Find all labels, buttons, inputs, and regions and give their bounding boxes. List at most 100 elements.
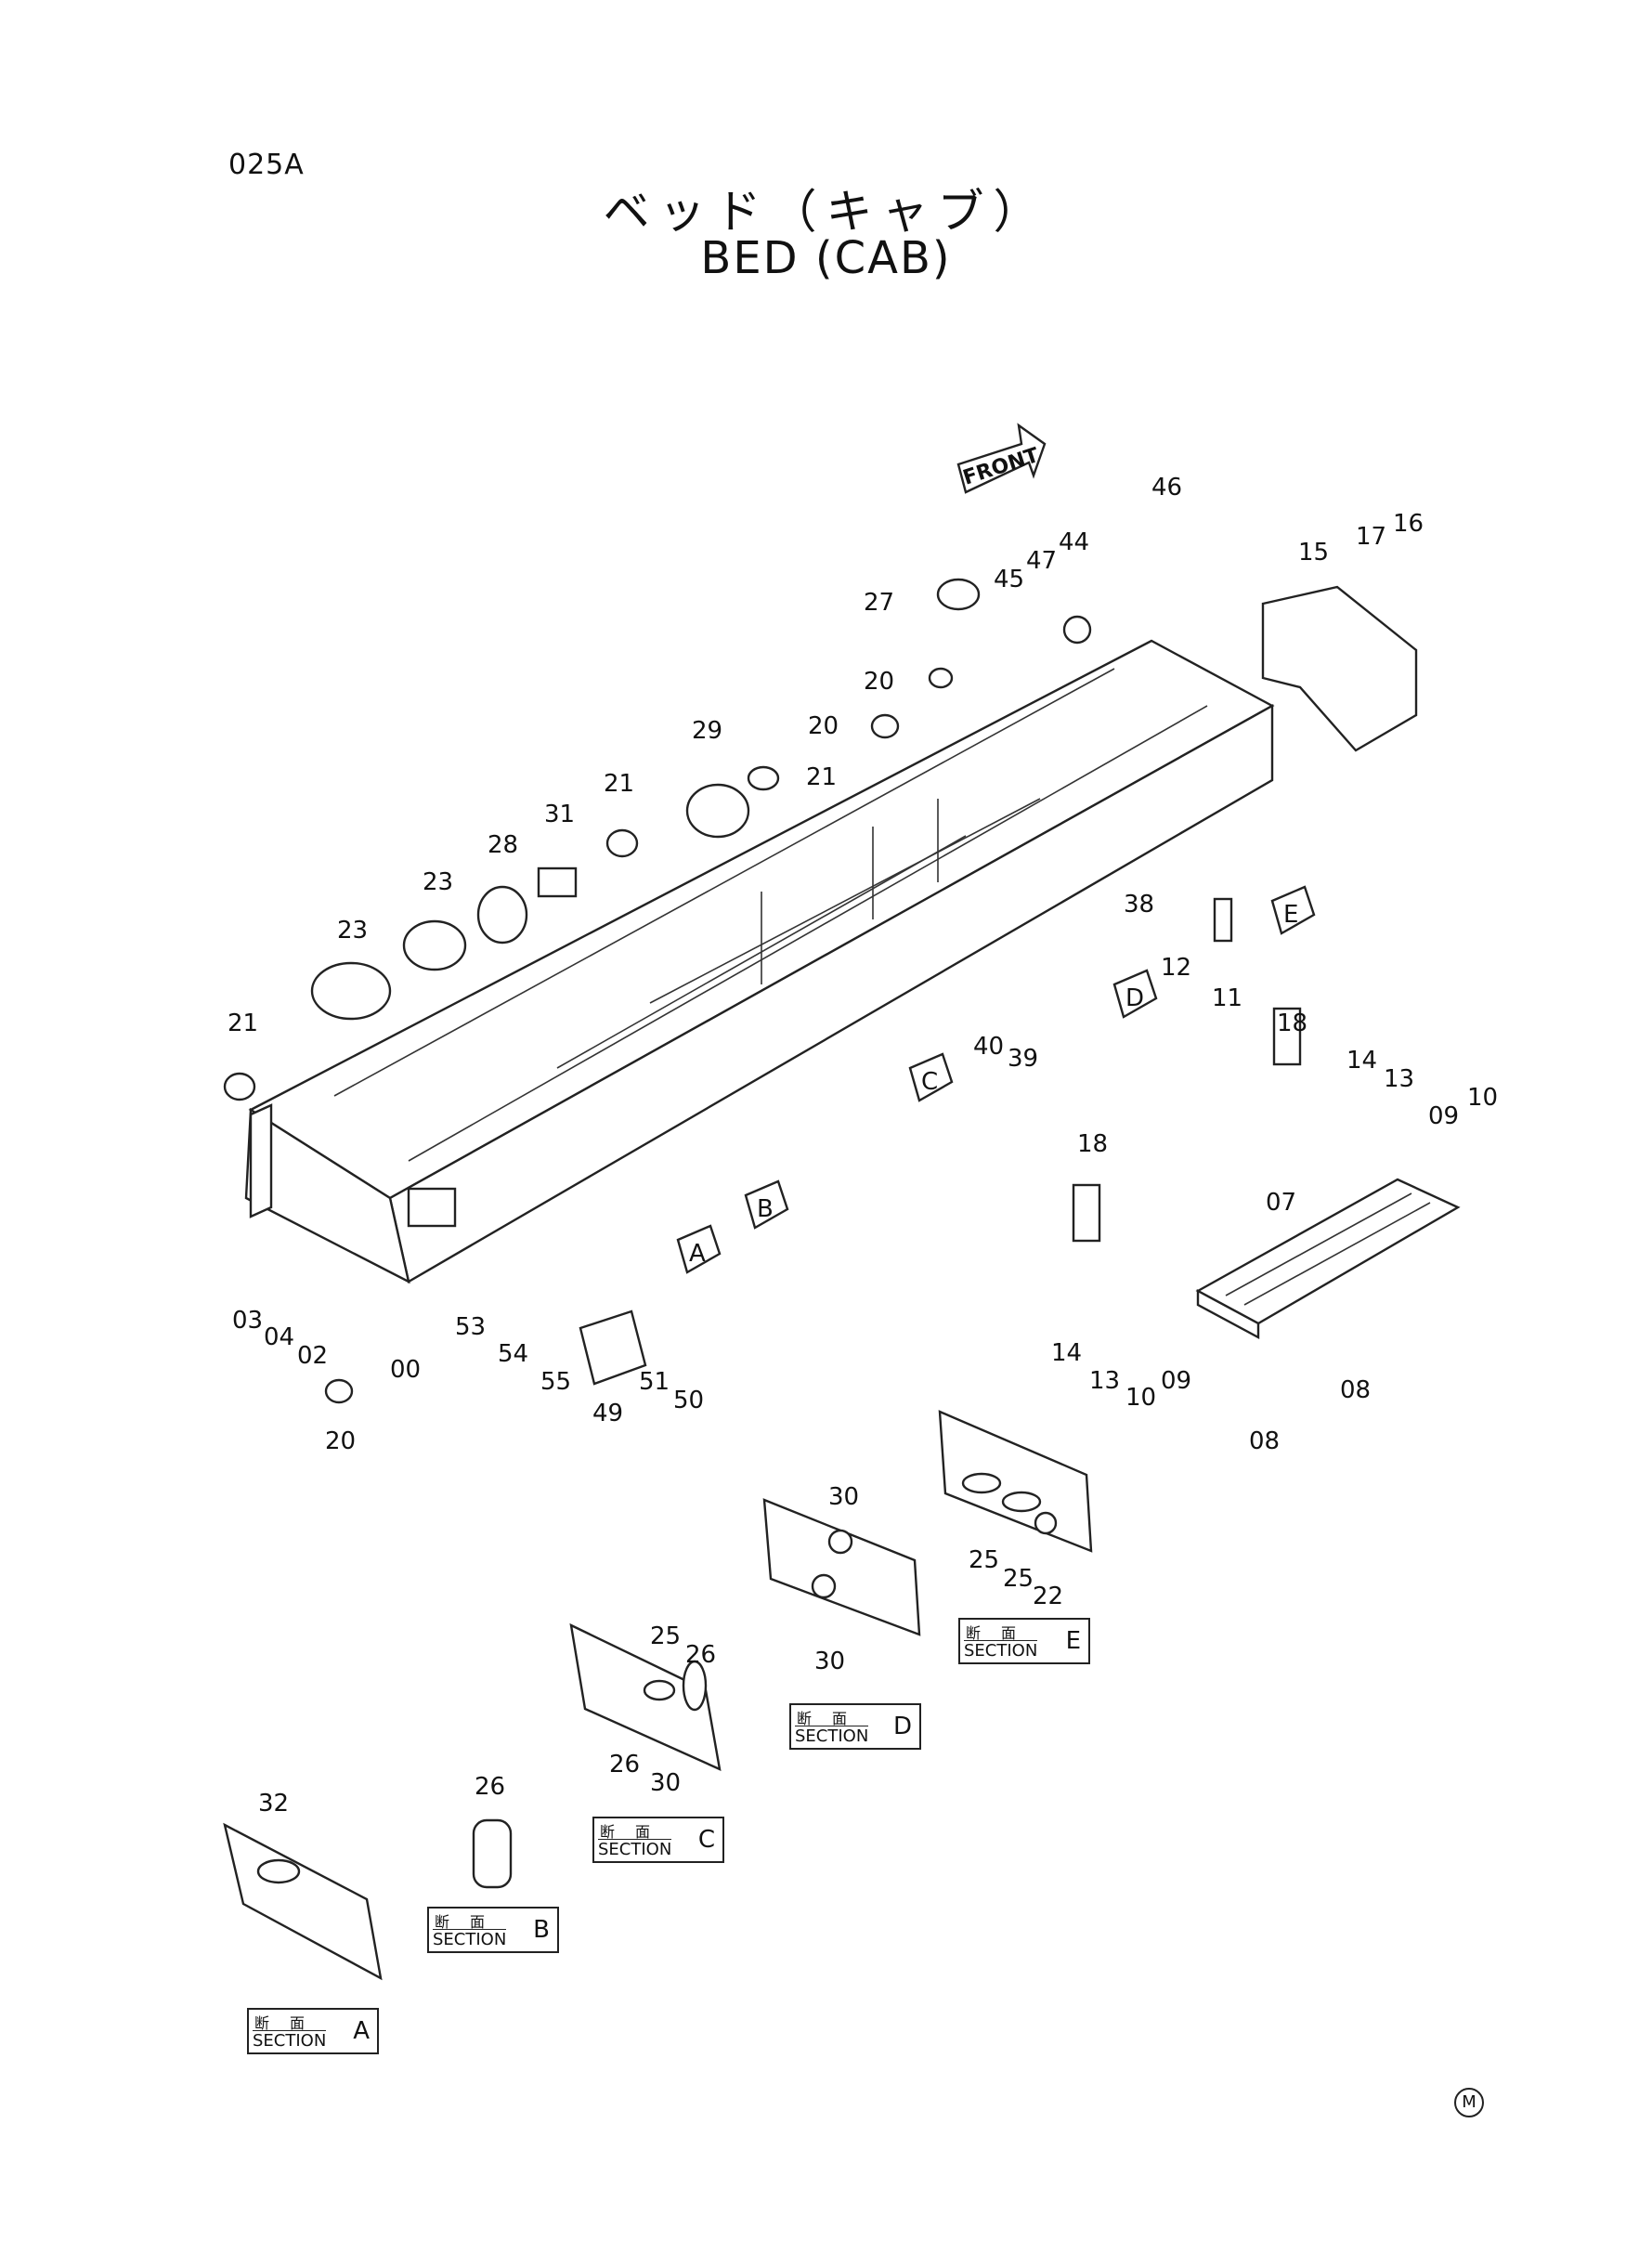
view-marker-a-label: A bbox=[689, 1240, 706, 1268]
callout: 22 bbox=[1033, 1583, 1063, 1610]
callout: 21 bbox=[604, 770, 634, 798]
callout: 30 bbox=[650, 1769, 681, 1797]
section-a-label: 断面 SECTION A bbox=[247, 2008, 379, 2054]
callout: 53 bbox=[455, 1313, 486, 1341]
corner-circle-mark: M bbox=[1454, 2088, 1484, 2117]
callout: 00 bbox=[390, 1356, 421, 1384]
callout: 12 bbox=[1161, 954, 1191, 982]
section-e-label: 断面 SECTION E bbox=[958, 1618, 1090, 1664]
callout: 10 bbox=[1125, 1384, 1156, 1412]
callout: 50 bbox=[673, 1387, 704, 1414]
section-letter: B bbox=[533, 1916, 550, 1944]
callout: 09 bbox=[1161, 1367, 1191, 1395]
callout: 08 bbox=[1340, 1376, 1371, 1404]
section-kanji: 断面 bbox=[797, 1710, 868, 1727]
callout: 46 bbox=[1151, 474, 1182, 502]
callout: 23 bbox=[337, 917, 368, 945]
view-marker-c-label: C bbox=[921, 1068, 938, 1096]
section-word: SECTION bbox=[795, 1726, 869, 1746]
section-letter: A bbox=[353, 2017, 370, 2045]
callout: 25 bbox=[1003, 1565, 1034, 1593]
section-kanji: 断面 bbox=[966, 1624, 1037, 1642]
section-letter: D bbox=[892, 1713, 912, 1740]
callout: 32 bbox=[258, 1790, 289, 1818]
callout: 02 bbox=[297, 1342, 328, 1370]
callout: 14 bbox=[1346, 1047, 1377, 1075]
callout: 16 bbox=[1393, 510, 1424, 538]
callout: 07 bbox=[1266, 1189, 1296, 1217]
bed-frame bbox=[244, 639, 1275, 1284]
section-details bbox=[223, 1410, 1093, 1981]
section-b-label: 断面 SECTION B bbox=[427, 1907, 559, 1953]
callout: 51 bbox=[639, 1368, 670, 1396]
step-plate bbox=[1195, 1178, 1461, 1340]
view-marker-e bbox=[1270, 885, 1316, 935]
callout: 27 bbox=[864, 589, 894, 617]
small-parts bbox=[223, 578, 1302, 1404]
callout: 54 bbox=[498, 1340, 528, 1368]
callout: 21 bbox=[228, 1010, 258, 1037]
section-word: SECTION bbox=[253, 2030, 327, 2051]
callout: 26 bbox=[685, 1641, 716, 1669]
callout: 40 bbox=[973, 1033, 1004, 1061]
callout: 49 bbox=[592, 1400, 623, 1427]
view-marker-b-label: B bbox=[757, 1195, 774, 1223]
title-japanese: ベッド（キャブ） bbox=[603, 185, 1049, 239]
view-markers: A B C D E bbox=[676, 885, 1316, 1274]
callout: 18 bbox=[1077, 1130, 1108, 1158]
callouts: 46 45 47 44 15 17 16 27 20 20 29 21 21 3… bbox=[228, 474, 1498, 1818]
callout: 13 bbox=[1384, 1065, 1414, 1093]
section-word: SECTION bbox=[598, 1839, 672, 1859]
callout: 09 bbox=[1428, 1102, 1459, 1130]
callout: 20 bbox=[808, 712, 839, 740]
callout: 28 bbox=[488, 831, 518, 859]
callout: 38 bbox=[1124, 891, 1154, 919]
section-kanji: 断面 bbox=[435, 1913, 506, 1931]
section-word: SECTION bbox=[433, 1929, 507, 1949]
section-d-label: 断面 SECTION D bbox=[789, 1703, 921, 1750]
callout: 03 bbox=[232, 1307, 263, 1335]
view-marker-b bbox=[744, 1179, 789, 1230]
view-marker-d bbox=[1112, 969, 1158, 1019]
page-code: 025A bbox=[228, 149, 305, 181]
view-marker-a bbox=[676, 1224, 722, 1274]
callout: 25 bbox=[650, 1622, 681, 1650]
callout: 14 bbox=[1051, 1339, 1082, 1367]
callout: 13 bbox=[1089, 1367, 1120, 1395]
callout: 30 bbox=[814, 1648, 845, 1675]
section-word: SECTION bbox=[964, 1640, 1038, 1661]
callout: 21 bbox=[806, 763, 837, 791]
callout: 30 bbox=[828, 1483, 859, 1511]
callout: 26 bbox=[609, 1751, 640, 1778]
view-marker-c bbox=[908, 1052, 954, 1102]
front-arrow: FRONT bbox=[956, 423, 1047, 494]
callout: 39 bbox=[1008, 1045, 1038, 1073]
title-english: BED (CAB) bbox=[700, 232, 952, 284]
callout: 47 bbox=[1026, 547, 1057, 575]
view-marker-d-label: D bbox=[1125, 984, 1144, 1012]
callout: 29 bbox=[692, 717, 722, 745]
callout: 18 bbox=[1277, 1010, 1307, 1037]
upper-step-plate bbox=[1261, 585, 1418, 752]
callout: 11 bbox=[1212, 984, 1242, 1012]
section-c-label: 断面 SECTION C bbox=[592, 1817, 724, 1863]
callout: 10 bbox=[1467, 1084, 1498, 1112]
section-kanji: 断面 bbox=[254, 2014, 326, 2032]
callout: 15 bbox=[1298, 539, 1329, 567]
callout: 26 bbox=[475, 1773, 505, 1801]
callout: 20 bbox=[325, 1427, 356, 1455]
callout: 23 bbox=[423, 868, 453, 896]
callout: 25 bbox=[969, 1546, 999, 1574]
callout: 20 bbox=[864, 668, 894, 696]
callout: 55 bbox=[540, 1368, 571, 1396]
section-letter: C bbox=[697, 1826, 715, 1854]
view-marker-e-label: E bbox=[1283, 901, 1298, 929]
callout: 31 bbox=[544, 801, 575, 828]
callout: 08 bbox=[1249, 1427, 1280, 1455]
callout: 17 bbox=[1356, 523, 1386, 551]
callout: 04 bbox=[264, 1323, 294, 1351]
callout: 45 bbox=[994, 566, 1024, 593]
callout: 44 bbox=[1059, 528, 1089, 556]
section-kanji: 断面 bbox=[600, 1823, 671, 1841]
